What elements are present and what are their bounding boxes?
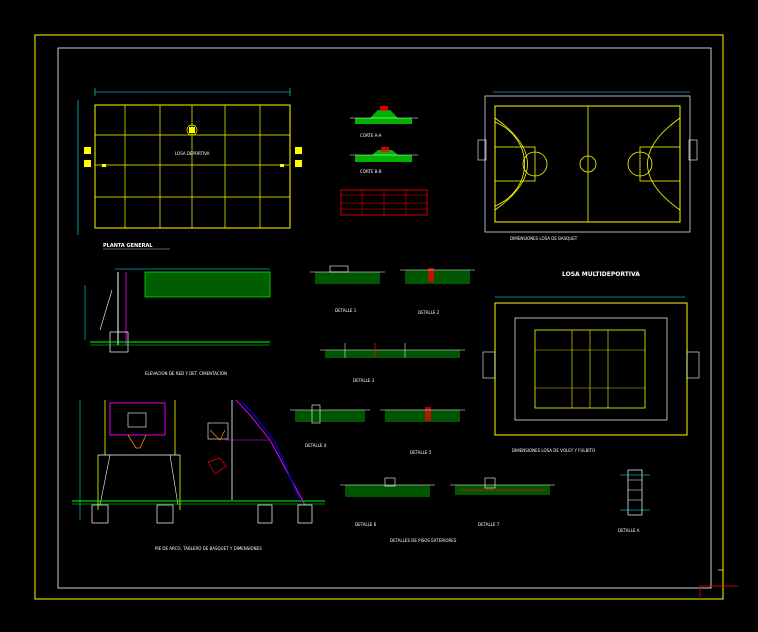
corte-aa-title: CORTE A-A bbox=[360, 133, 382, 138]
losa-deportiva-label: LOSA DEPORTIVA bbox=[175, 151, 210, 156]
detalle-1-title: DETALLE 1 bbox=[335, 308, 357, 313]
cortes-view: CORTE A-A CORTE B-B bbox=[340, 106, 428, 216]
detalle-a-title: DETALLE A bbox=[618, 528, 640, 533]
detalle-2-title: DETALLE 2 bbox=[418, 310, 440, 315]
detalle-4-title: DETALLE 4 bbox=[305, 443, 327, 448]
detalle-1-2-view: DETALLE 1 DETALLE 2 bbox=[310, 265, 475, 315]
detalle-4-5-view: DETALLE 4 DETALLE 5 bbox=[290, 404, 465, 455]
losa-multideportiva-title: LOSA MULTIDEPORTIVA bbox=[562, 271, 640, 278]
elevacion-red-title: ELEVACION DE RED Y DET. CIMENTACION bbox=[145, 371, 227, 376]
pie-arco-title: PIE DE ARCO, TABLERO DE BASQUET Y DIMENS… bbox=[155, 546, 262, 551]
detalle-7-title: DETALLE 7 bbox=[478, 522, 500, 527]
corte-bb-title: CORTE B-B bbox=[360, 169, 382, 174]
basketball-court-view: DIMENSIONES LOSA DE BASQUET bbox=[477, 91, 698, 241]
detalle-a-view: DETALLE A bbox=[618, 469, 650, 533]
sheet-border bbox=[34, 34, 738, 600]
detalle-5-title: DETALLE 5 bbox=[410, 450, 432, 455]
losa-multideportiva-view: LOSA MULTIDEPORTIVA DIMENSIONES LOSA DE … bbox=[482, 271, 700, 453]
pie-arco-view: PIE DE ARCO, TABLERO DE BASQUET Y DIMENS… bbox=[72, 399, 325, 551]
detalle-3-title: DETALLE 3 bbox=[353, 378, 375, 383]
detalle-6-7-view: DETALLE 6 DETALLE 7 DETALLES DE PISOS EX… bbox=[340, 477, 555, 543]
detalle-6-title: DETALLE 6 bbox=[355, 522, 377, 527]
detalles-pisos-title: DETALLES DE PISOS EXTERIORES bbox=[390, 538, 457, 543]
dimensiones-voley-title: DIMENSIONES LOSA DE VOLEY Y FULBITO bbox=[512, 448, 595, 453]
planta-general-title: PLANTA GENERAL bbox=[103, 243, 153, 249]
dimensiones-losa-title: DIMENSIONES LOSA DE BASQUET bbox=[510, 236, 578, 241]
planta-general-view: LOSA DEPORTIVA PLANTA GENERAL bbox=[77, 88, 302, 250]
elevacion-red-view: ELEVACION DE RED Y DET. CIMENTACION bbox=[84, 268, 271, 376]
detalle-3-view: DETALLE 3 bbox=[320, 343, 465, 383]
